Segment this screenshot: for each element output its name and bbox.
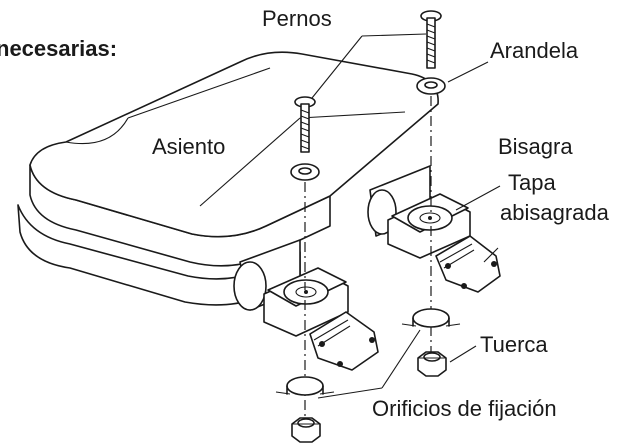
nut-right: [417, 351, 447, 377]
tapa-label-line2: abisagrada: [500, 200, 610, 225]
rear-hinge-barrels: [233, 165, 431, 311]
right-hinge: [387, 193, 501, 293]
arandela-label: Arandela: [490, 38, 579, 63]
washer-right: [416, 77, 446, 95]
nut-left: [291, 417, 321, 443]
orificios-label: Orificios de fijación: [372, 396, 557, 421]
tuerca-label: Tuerca: [480, 332, 548, 357]
bolt-left: [294, 96, 316, 153]
tapa-label-line1: Tapa: [508, 170, 556, 195]
heading-label: necesarias:: [0, 36, 117, 61]
washer-left: [290, 163, 320, 181]
center-lines: [304, 96, 432, 420]
bisagra-label: Bisagra: [498, 134, 573, 159]
pernos-label: Pernos: [262, 6, 332, 31]
mounting-holes: [275, 308, 461, 396]
bolt-right: [420, 10, 442, 69]
left-hinge: [263, 267, 379, 371]
seat: [17, 51, 439, 306]
leader-lines: [311, 33, 501, 399]
asiento-label: Asiento: [152, 134, 225, 159]
